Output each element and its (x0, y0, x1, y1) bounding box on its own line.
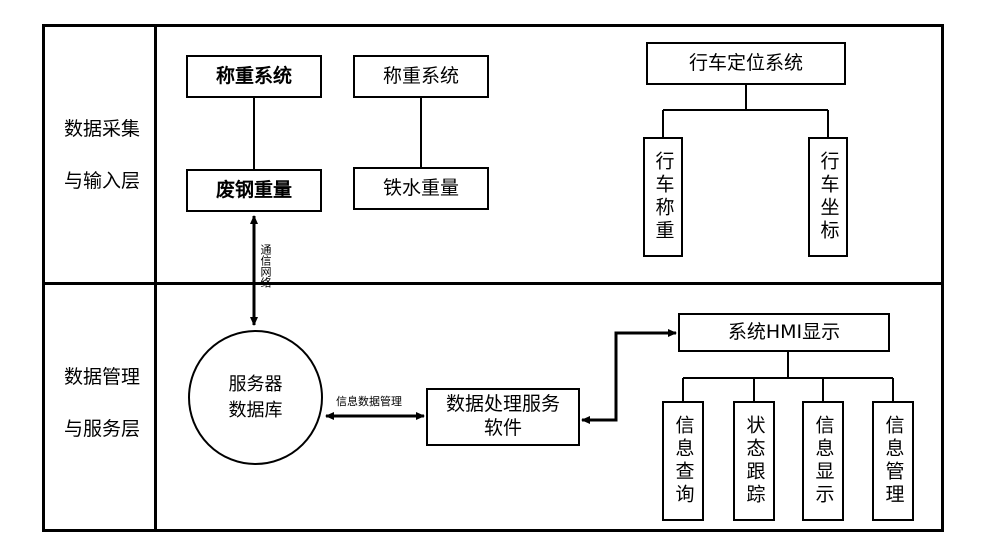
status-tracking-box: 状态跟踪 (733, 401, 775, 521)
crane-coordinates-box: 行车坐标 (808, 137, 848, 257)
diagram-frame (42, 24, 944, 532)
hmi-display-box: 系统HMI显示 (678, 313, 890, 352)
info-query-label: 信息查询 (672, 415, 695, 507)
layer-column-divider (154, 24, 157, 532)
server-database-node: 服务器 数据库 (188, 330, 323, 465)
crane-coordinates-label: 行车坐标 (817, 151, 840, 243)
crane-weighing-label: 行车称重 (652, 151, 675, 243)
status-tracking-label: 状态跟踪 (743, 415, 766, 507)
layer-label-collection-2: 与输入层 (64, 170, 141, 192)
layer-row-divider (42, 282, 944, 285)
data-processing-line-2: 软件 (483, 417, 522, 439)
server-database-line-1: 服务器 (228, 374, 283, 396)
weighing-system-box-2: 称重系统 (353, 55, 489, 98)
info-management-label: 信息管理 (882, 415, 905, 507)
data-processing-line-1: 数据处理服务 (445, 393, 560, 416)
layer-label-service-1: 数据管理 (64, 366, 141, 388)
weighing-system-box-1: 称重系统 (186, 55, 322, 98)
server-database-line-2: 数据库 (228, 399, 283, 421)
info-management-box: 信息管理 (872, 401, 914, 521)
info-display-label: 信息显示 (812, 415, 835, 507)
info-data-management-label: 信息数据管理 (336, 395, 402, 408)
molten-iron-weight-box: 铁水重量 (353, 167, 489, 210)
layer-label-service-2: 与服务层 (64, 418, 141, 440)
layer-label-collection-1: 数据采集 (64, 118, 141, 140)
crane-weighing-box: 行车称重 (643, 137, 683, 257)
info-display-box: 信息显示 (802, 401, 844, 521)
network-label: 通信网络 (259, 244, 272, 288)
scrap-steel-weight-box: 废钢重量 (186, 169, 322, 212)
data-processing-software-box: 数据处理服务 软件 (426, 388, 580, 446)
crane-positioning-system-box: 行车定位系统 (646, 42, 846, 85)
info-query-box: 信息查询 (662, 401, 704, 521)
